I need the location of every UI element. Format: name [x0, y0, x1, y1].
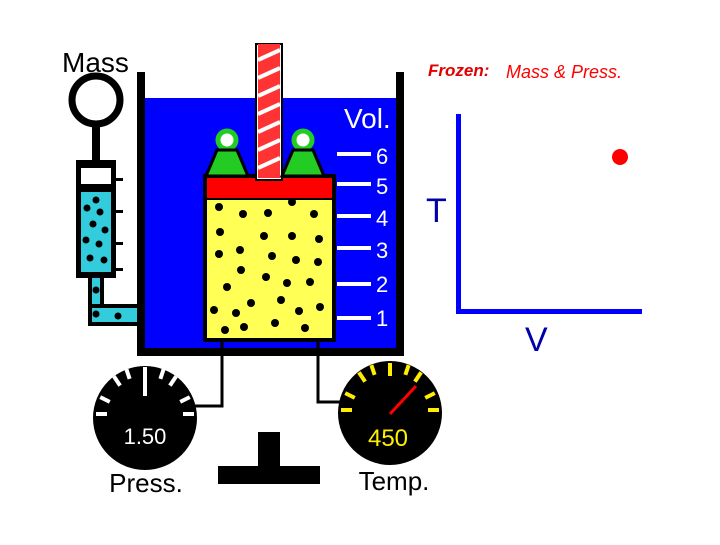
- v-axis: [456, 309, 642, 314]
- volume-tick-6: 6: [376, 144, 388, 169]
- heater-base: [218, 432, 320, 484]
- state-point: [612, 149, 628, 165]
- syringe-ring-handle[interactable]: [68, 72, 124, 128]
- pressure-gauge: 1.50: [93, 366, 197, 470]
- volume-tick-3: 3: [376, 238, 388, 263]
- piston-rod[interactable]: [257, 44, 281, 178]
- tv-plot: T V: [426, 114, 642, 359]
- piston[interactable]: [203, 43, 336, 200]
- gauge-wires: [190, 338, 343, 408]
- pressure-needle: [143, 368, 147, 396]
- mass-syringe[interactable]: [68, 72, 214, 326]
- volume-tick-2: 2: [376, 272, 388, 297]
- volume-scale: Vol. 6 5 4 3 2 1: [337, 103, 391, 331]
- weight-right[interactable]: [279, 128, 327, 178]
- pressure-value: 1.50: [124, 424, 167, 449]
- volume-tick-1: 1: [376, 306, 388, 331]
- pressure-label: Press.: [109, 468, 183, 498]
- gas-cylinder: [203, 174, 336, 342]
- temperature-label: Temp.: [359, 466, 430, 496]
- gas-particles: [210, 198, 324, 334]
- syringe-particles: [82, 196, 109, 264]
- volume-tick-4: 4: [376, 206, 388, 231]
- volume-tick-5: 5: [376, 174, 388, 199]
- frozen-items-label: Mass & Press.: [506, 62, 622, 82]
- t-axis-label: T: [426, 192, 447, 230]
- frozen-prefix-label: Frozen:: [428, 61, 489, 80]
- v-axis-label: V: [525, 321, 548, 359]
- weight-left[interactable]: [203, 128, 251, 178]
- temperature-value: 450: [368, 425, 408, 452]
- t-axis: [456, 114, 461, 314]
- temperature-needle: [388, 384, 418, 416]
- volume-label: Vol.: [344, 103, 391, 134]
- piston-plate[interactable]: [207, 178, 332, 198]
- temperature-gauge: 450: [338, 361, 442, 465]
